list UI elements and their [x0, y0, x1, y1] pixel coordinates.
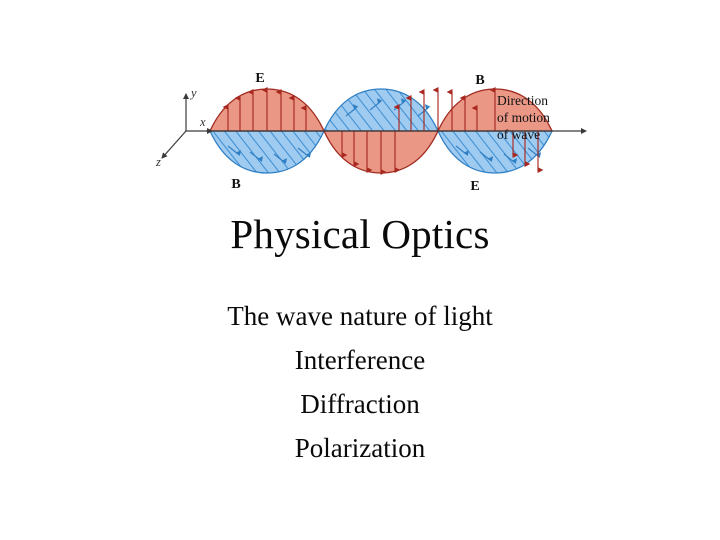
b-field-label-bottom: B	[231, 177, 240, 192]
e-field-label-bottom: E	[470, 179, 479, 192]
bullet-item: Interference	[294, 345, 426, 375]
caption-line-2: of motion	[497, 110, 550, 125]
bullet-item: Polarization	[294, 433, 426, 463]
caption-line-1: Direction	[497, 93, 548, 108]
direction-of-motion-caption: Direction of motion of wave	[497, 93, 550, 142]
coordinate-axes: y x z	[155, 86, 213, 169]
em-wave-figure: y x z E B B E Direction of motion of wav…	[150, 66, 590, 192]
e-field-label-top: E	[255, 71, 264, 86]
axis-label-x: x	[199, 115, 206, 129]
b-field-label-top: B	[475, 73, 484, 88]
slide-bullet-list: The wave nature of light Interference Di…	[0, 303, 720, 462]
bullet-item: Diffraction	[300, 389, 420, 419]
bullet-item: The wave nature of light	[227, 301, 493, 331]
caption-line-3: of wave	[497, 127, 540, 142]
axis-label-y: y	[189, 86, 197, 100]
axis-label-z: z	[155, 155, 161, 169]
slide-title: Physical Optics	[230, 211, 490, 257]
